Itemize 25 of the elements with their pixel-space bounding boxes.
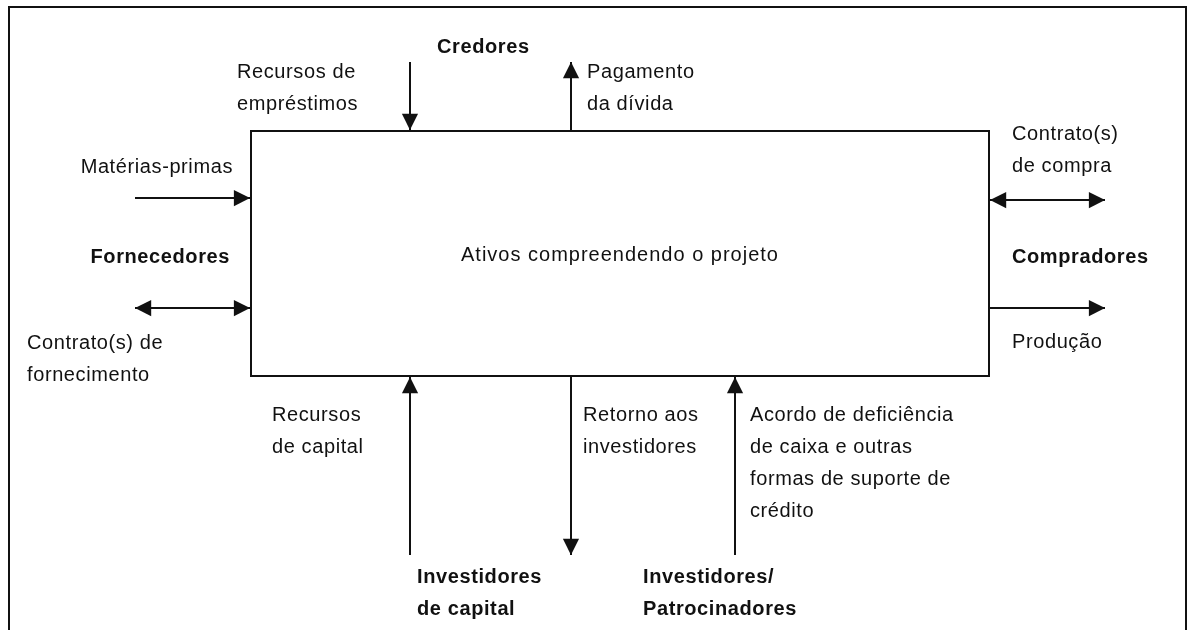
party-label: Compradores (1012, 244, 1150, 269)
edge-label: Retorno aos investidores (583, 402, 700, 459)
edge-label: Produção (1012, 329, 1103, 354)
edge-label: Contrato(s) de compra (1012, 121, 1120, 178)
edge-label: Matérias-primas (80, 154, 233, 179)
arrow (562, 61, 580, 131)
edge-label: Recursos de empréstimos (237, 59, 360, 116)
party-label: Investidores de capital (417, 560, 552, 624)
project-box (250, 130, 990, 377)
arrow (726, 376, 744, 556)
edge-label: Contrato(s) de fornecimento (27, 330, 165, 387)
arrow (134, 189, 251, 207)
edge-label: Recursos de capital (272, 402, 365, 459)
party-label: Fornecedores (89, 244, 230, 269)
arrow (562, 376, 580, 556)
arrow (989, 299, 1106, 317)
edge-label: Pagamento da dívida (587, 59, 696, 116)
arrow (401, 376, 419, 556)
arrow (401, 61, 419, 131)
edge-label: Acordo de deficiência de caixa e outras formas de suporte de crédito (750, 402, 955, 523)
arrow (134, 299, 251, 317)
party-label: Investidores/ Patrocinadores (643, 560, 843, 624)
party-label: Credores (437, 30, 547, 62)
box-title: Ativos compreendendo o projeto (461, 241, 779, 267)
arrow (989, 191, 1106, 209)
